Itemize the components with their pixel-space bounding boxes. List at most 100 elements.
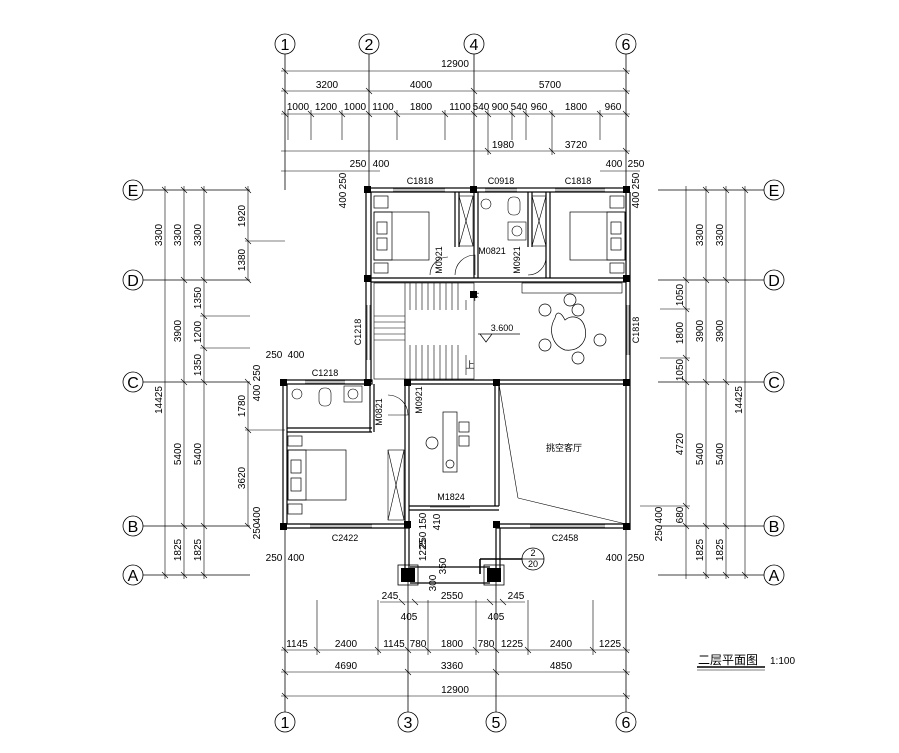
dim-right-inner: 1050 xyxy=(675,358,686,381)
dim-left-wall: 400 xyxy=(338,191,349,208)
dim-top-wall: 250 xyxy=(628,159,645,170)
room-label: 挑空客厅 xyxy=(546,442,582,453)
dim-left-wall: 250 xyxy=(252,364,263,381)
door-swings xyxy=(387,254,547,508)
dim-misc: 410 xyxy=(432,513,443,530)
dim-right-wall: 400 xyxy=(631,191,642,208)
dim-left-wall: 400 xyxy=(288,350,305,361)
dim-left-outer: 5400 xyxy=(173,442,184,465)
dim-misc: 1225 xyxy=(418,538,429,561)
right-axis-bubbles xyxy=(658,179,785,586)
dim-left-wall: 400 xyxy=(252,506,263,523)
section-mark xyxy=(479,547,545,574)
section-mark-bottom: 20 xyxy=(528,559,538,569)
door-label: M0921 xyxy=(512,246,522,274)
dim-top-detail: 540 xyxy=(473,102,490,113)
door-label: M1824 xyxy=(437,492,465,502)
axis-label-bottom-4: 6 xyxy=(622,715,631,732)
left-axis-bubbles xyxy=(122,179,250,586)
bathroom-fixtures xyxy=(291,196,527,407)
elevation-label: 3.600 xyxy=(491,323,514,333)
dim-bottom-bay: 4690 xyxy=(335,661,358,672)
dim-top-bay: 3200 xyxy=(316,80,339,91)
dim-top-detail: 1100 xyxy=(449,102,471,113)
window-label: C1818 xyxy=(631,317,641,344)
dim-right-wall: 400 xyxy=(654,506,665,523)
dim-left-wall: 250 xyxy=(266,350,283,361)
dim-top-wall: 400 xyxy=(606,159,623,170)
dim-left-outer: 1825 xyxy=(173,538,184,561)
dim-right-wall-b: 250 xyxy=(628,553,645,564)
dim-left-total: 3300 xyxy=(154,223,165,246)
axis-label-left-3: C xyxy=(127,375,139,392)
dim-left-wall-b: 400 xyxy=(288,553,305,564)
dim-left-inner: 5400 xyxy=(193,442,204,465)
dim-right-inner: 5400 xyxy=(695,442,706,465)
dim-right-wall: 250 xyxy=(631,172,642,189)
dim-right-total: 14425 xyxy=(734,386,745,414)
dim-misc: 350 xyxy=(438,557,449,574)
axis-label-left-2: D xyxy=(127,273,139,290)
top-axis-bubbles xyxy=(274,33,637,190)
dim-top-detail: 960 xyxy=(605,102,622,113)
dim-bottom-detail: 1145 xyxy=(286,639,308,650)
window-openings xyxy=(305,188,630,528)
dim-bottom-bay: 3360 xyxy=(441,661,464,672)
window-label: C2458 xyxy=(552,533,579,543)
dim-left-inner: 1350 xyxy=(193,353,204,376)
window-label: C1218 xyxy=(353,319,363,346)
door-label: M0821 xyxy=(374,398,384,426)
dim-bottom-detail: 1145 xyxy=(383,639,405,650)
dim-porch-col: 405 xyxy=(401,612,418,623)
axis-label-right-3: C xyxy=(768,375,780,392)
window-label: C1818 xyxy=(407,176,434,186)
dim-top-bay: 5700 xyxy=(539,80,562,91)
axis-label-left-4: B xyxy=(128,519,139,536)
axis-label-top-1: 1 xyxy=(281,37,290,54)
drawing-scale: 1:100 xyxy=(770,656,795,667)
dim-top-bay: 4000 xyxy=(410,80,433,91)
dim-top-sub: 1980 xyxy=(492,140,515,151)
window-label: C1818 xyxy=(565,176,592,186)
dim-right-outer: 1825 xyxy=(715,538,726,561)
dim-right-inner: 3300 xyxy=(695,223,706,246)
window-label: C2422 xyxy=(332,533,359,543)
dim-right-wall: 250 xyxy=(654,524,665,541)
dim-left-detail: 1780 xyxy=(237,394,248,417)
staircase xyxy=(373,282,475,380)
dim-top-wall: 250 xyxy=(350,159,367,170)
dim-top-sub: 3720 xyxy=(565,140,588,151)
dim-left-wall-b: 250 xyxy=(266,553,283,564)
dim-right-inner: 1800 xyxy=(675,321,686,344)
axis-label-bottom-2: 3 xyxy=(404,715,413,732)
dim-top-detail: 1000 xyxy=(344,102,367,113)
axis-label-top-3: 4 xyxy=(470,37,479,54)
dim-porch: 2550 xyxy=(441,591,464,602)
elevation-marker xyxy=(478,333,520,343)
dim-right-inner: 1050 xyxy=(675,283,686,306)
dim-right-inner: 4720 xyxy=(675,432,686,455)
dim-misc: 150 xyxy=(418,512,429,529)
dim-top-wall: 400 xyxy=(373,159,390,170)
drawing-title: 二层平面图 xyxy=(698,653,758,667)
window-label: C0918 xyxy=(488,176,515,186)
axis-label-left-5: A xyxy=(128,568,139,585)
dim-left-outer: 3300 xyxy=(173,223,184,246)
axis-label-right-2: D xyxy=(768,273,780,290)
tea-table-set xyxy=(538,293,607,365)
dim-left-outer: 3900 xyxy=(173,319,184,342)
stair-down-label: 下 xyxy=(470,292,479,302)
dim-right-outer: 5400 xyxy=(715,442,726,465)
dim-misc: 250 xyxy=(418,531,429,548)
dim-bottom-detail: 2400 xyxy=(550,639,573,650)
dim-left-detail: 3620 xyxy=(237,466,248,489)
dim-left-total: 14425 xyxy=(154,386,165,414)
dim-left-wall: 250 xyxy=(252,522,263,539)
dim-top-detail: 540 xyxy=(511,102,528,113)
exterior-walls xyxy=(281,187,631,575)
dim-left-wall: 400 xyxy=(252,384,263,401)
door-label: M0921 xyxy=(434,246,444,274)
dim-right-inner: 1825 xyxy=(695,538,706,561)
dim-bottom-detail: 1225 xyxy=(501,639,524,650)
